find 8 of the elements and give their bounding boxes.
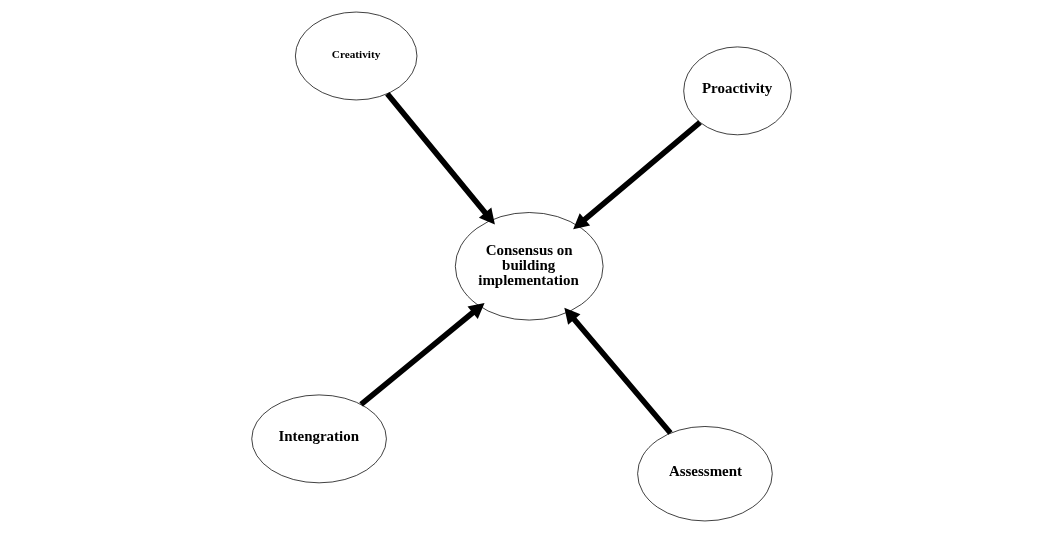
node-ellipse: Assessment [636,426,773,522]
node-ellipse: Creativity [294,11,417,101]
arrow [572,120,702,230]
arrow [563,307,673,435]
arrow [384,92,495,225]
arrow [358,302,485,407]
node-ellipse: Intengration [250,394,387,484]
node-ellipse: Proactivity [682,46,792,136]
